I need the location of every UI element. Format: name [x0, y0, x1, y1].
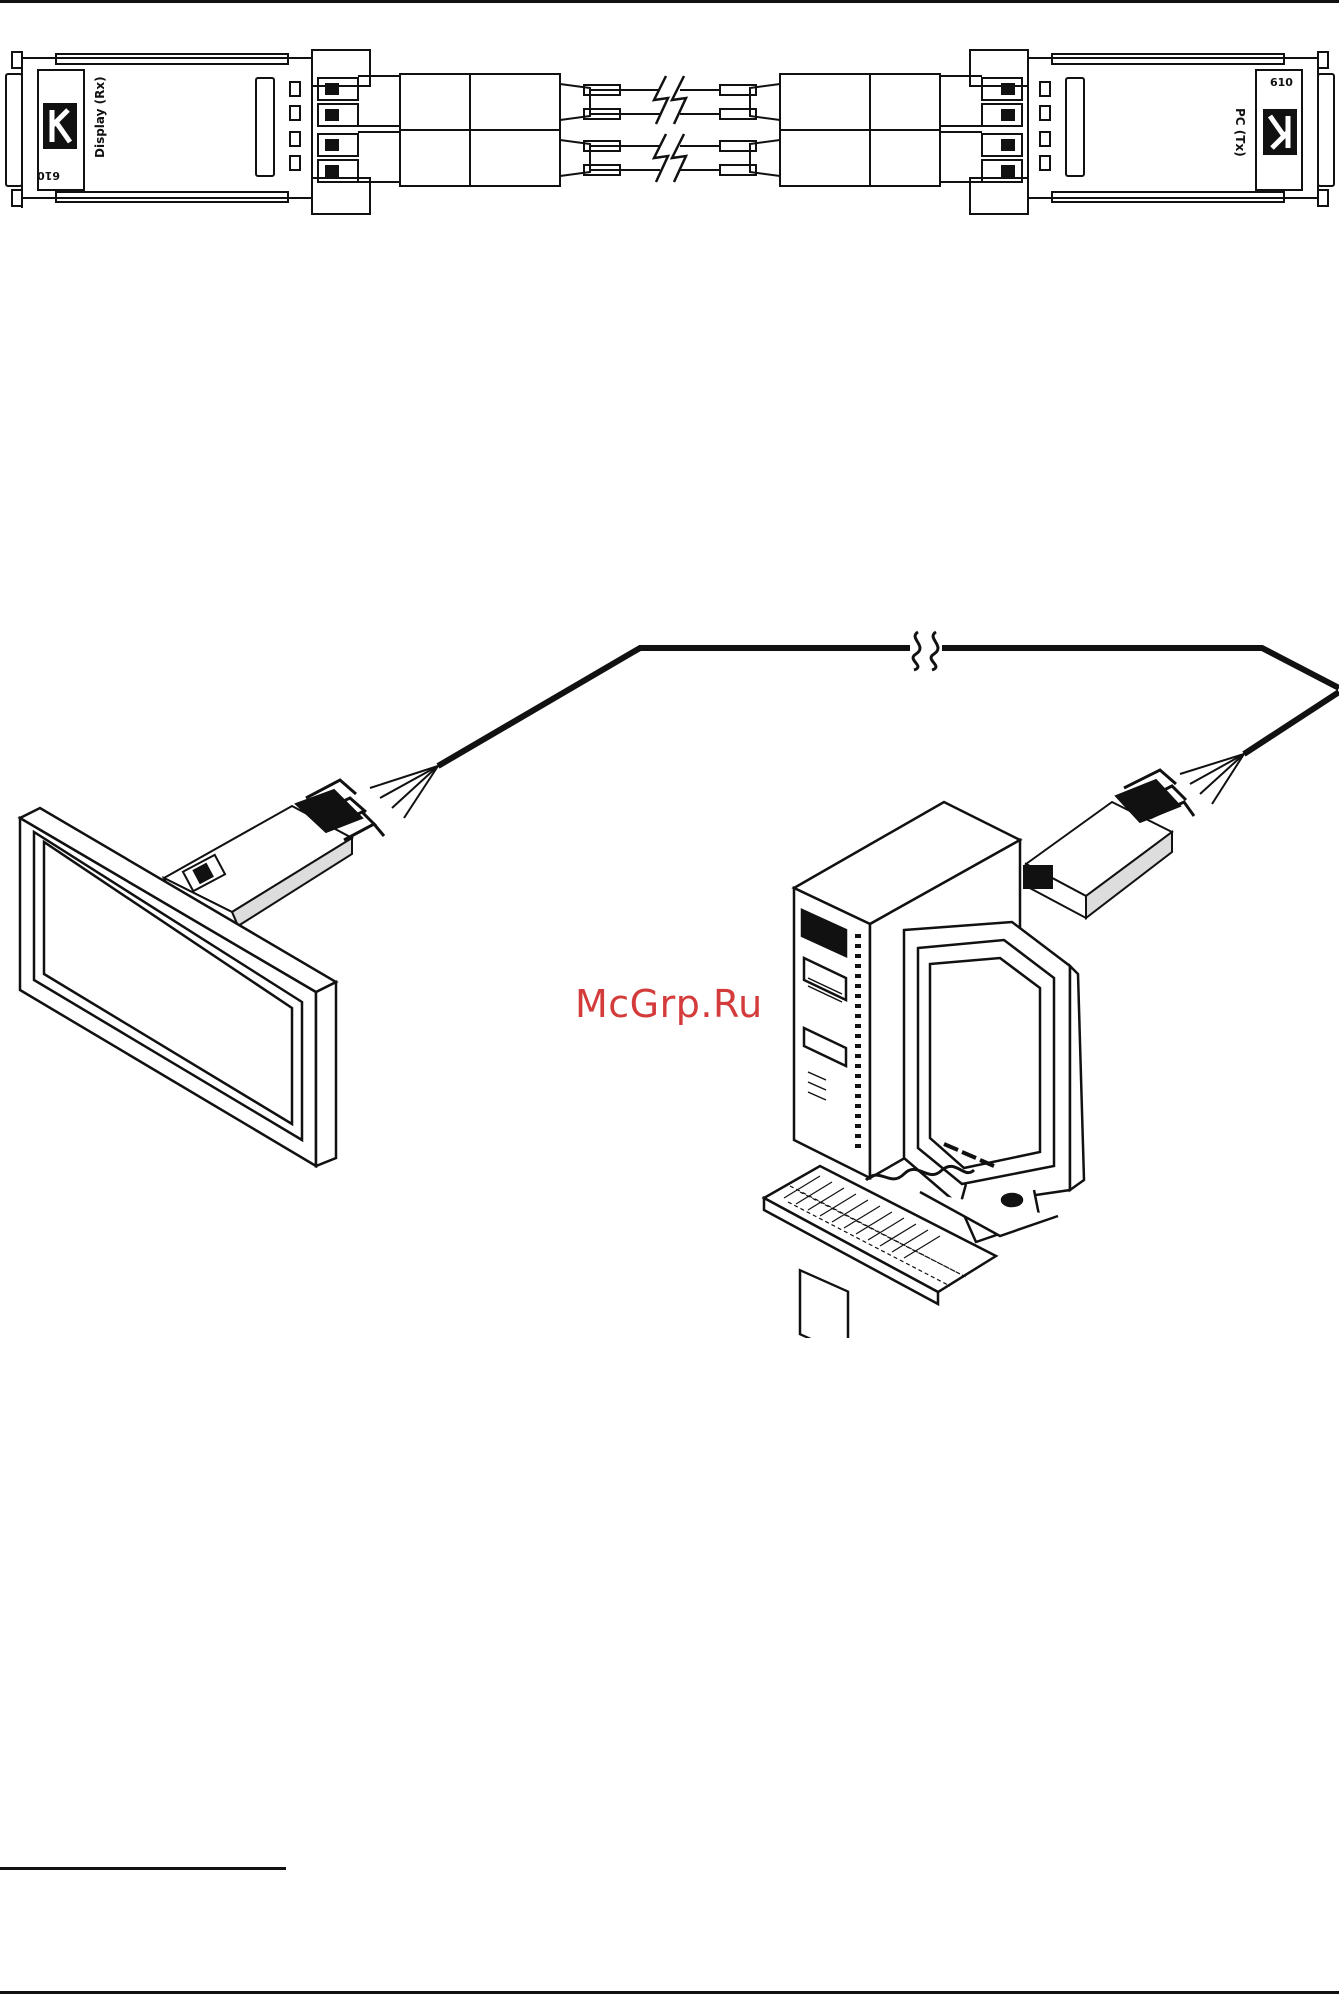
tx-module-installed [1024, 770, 1194, 918]
fiber-strands [584, 85, 756, 175]
footnote-rule [0, 1867, 286, 1870]
kramer-k-logo [44, 104, 76, 148]
rx-lc-connectors [318, 74, 590, 186]
rx-slot [256, 78, 274, 176]
watermark-text: McGrp.Ru [575, 982, 763, 1026]
tx-lc-ports [1040, 82, 1050, 170]
connection-setup-figure [0, 618, 1339, 1338]
tx-lc-connectors [750, 74, 1022, 186]
rx-unit-label: Display (Rx) [93, 76, 107, 158]
tx-unit-label: PC (Tx) [1233, 108, 1247, 157]
bottom-rule [0, 1991, 1339, 1994]
top-rule [0, 0, 1339, 3]
crt-monitor [904, 922, 1084, 1242]
cable-break-icon [654, 76, 686, 182]
fiber-cable-figure: Display (Rx) 610 [0, 36, 1339, 222]
kramer-k-logo [1264, 110, 1296, 154]
cable-break-icon [913, 632, 938, 670]
tx-dvi-shell [1318, 74, 1334, 186]
rx-model-label: 610 [37, 169, 60, 182]
fiber-cable-run [370, 648, 1339, 818]
rx-lc-ports [290, 82, 300, 170]
rx-dvi-shell [6, 74, 22, 186]
tx-slot [1066, 78, 1084, 176]
tx-model-label: 610 [1270, 76, 1293, 89]
